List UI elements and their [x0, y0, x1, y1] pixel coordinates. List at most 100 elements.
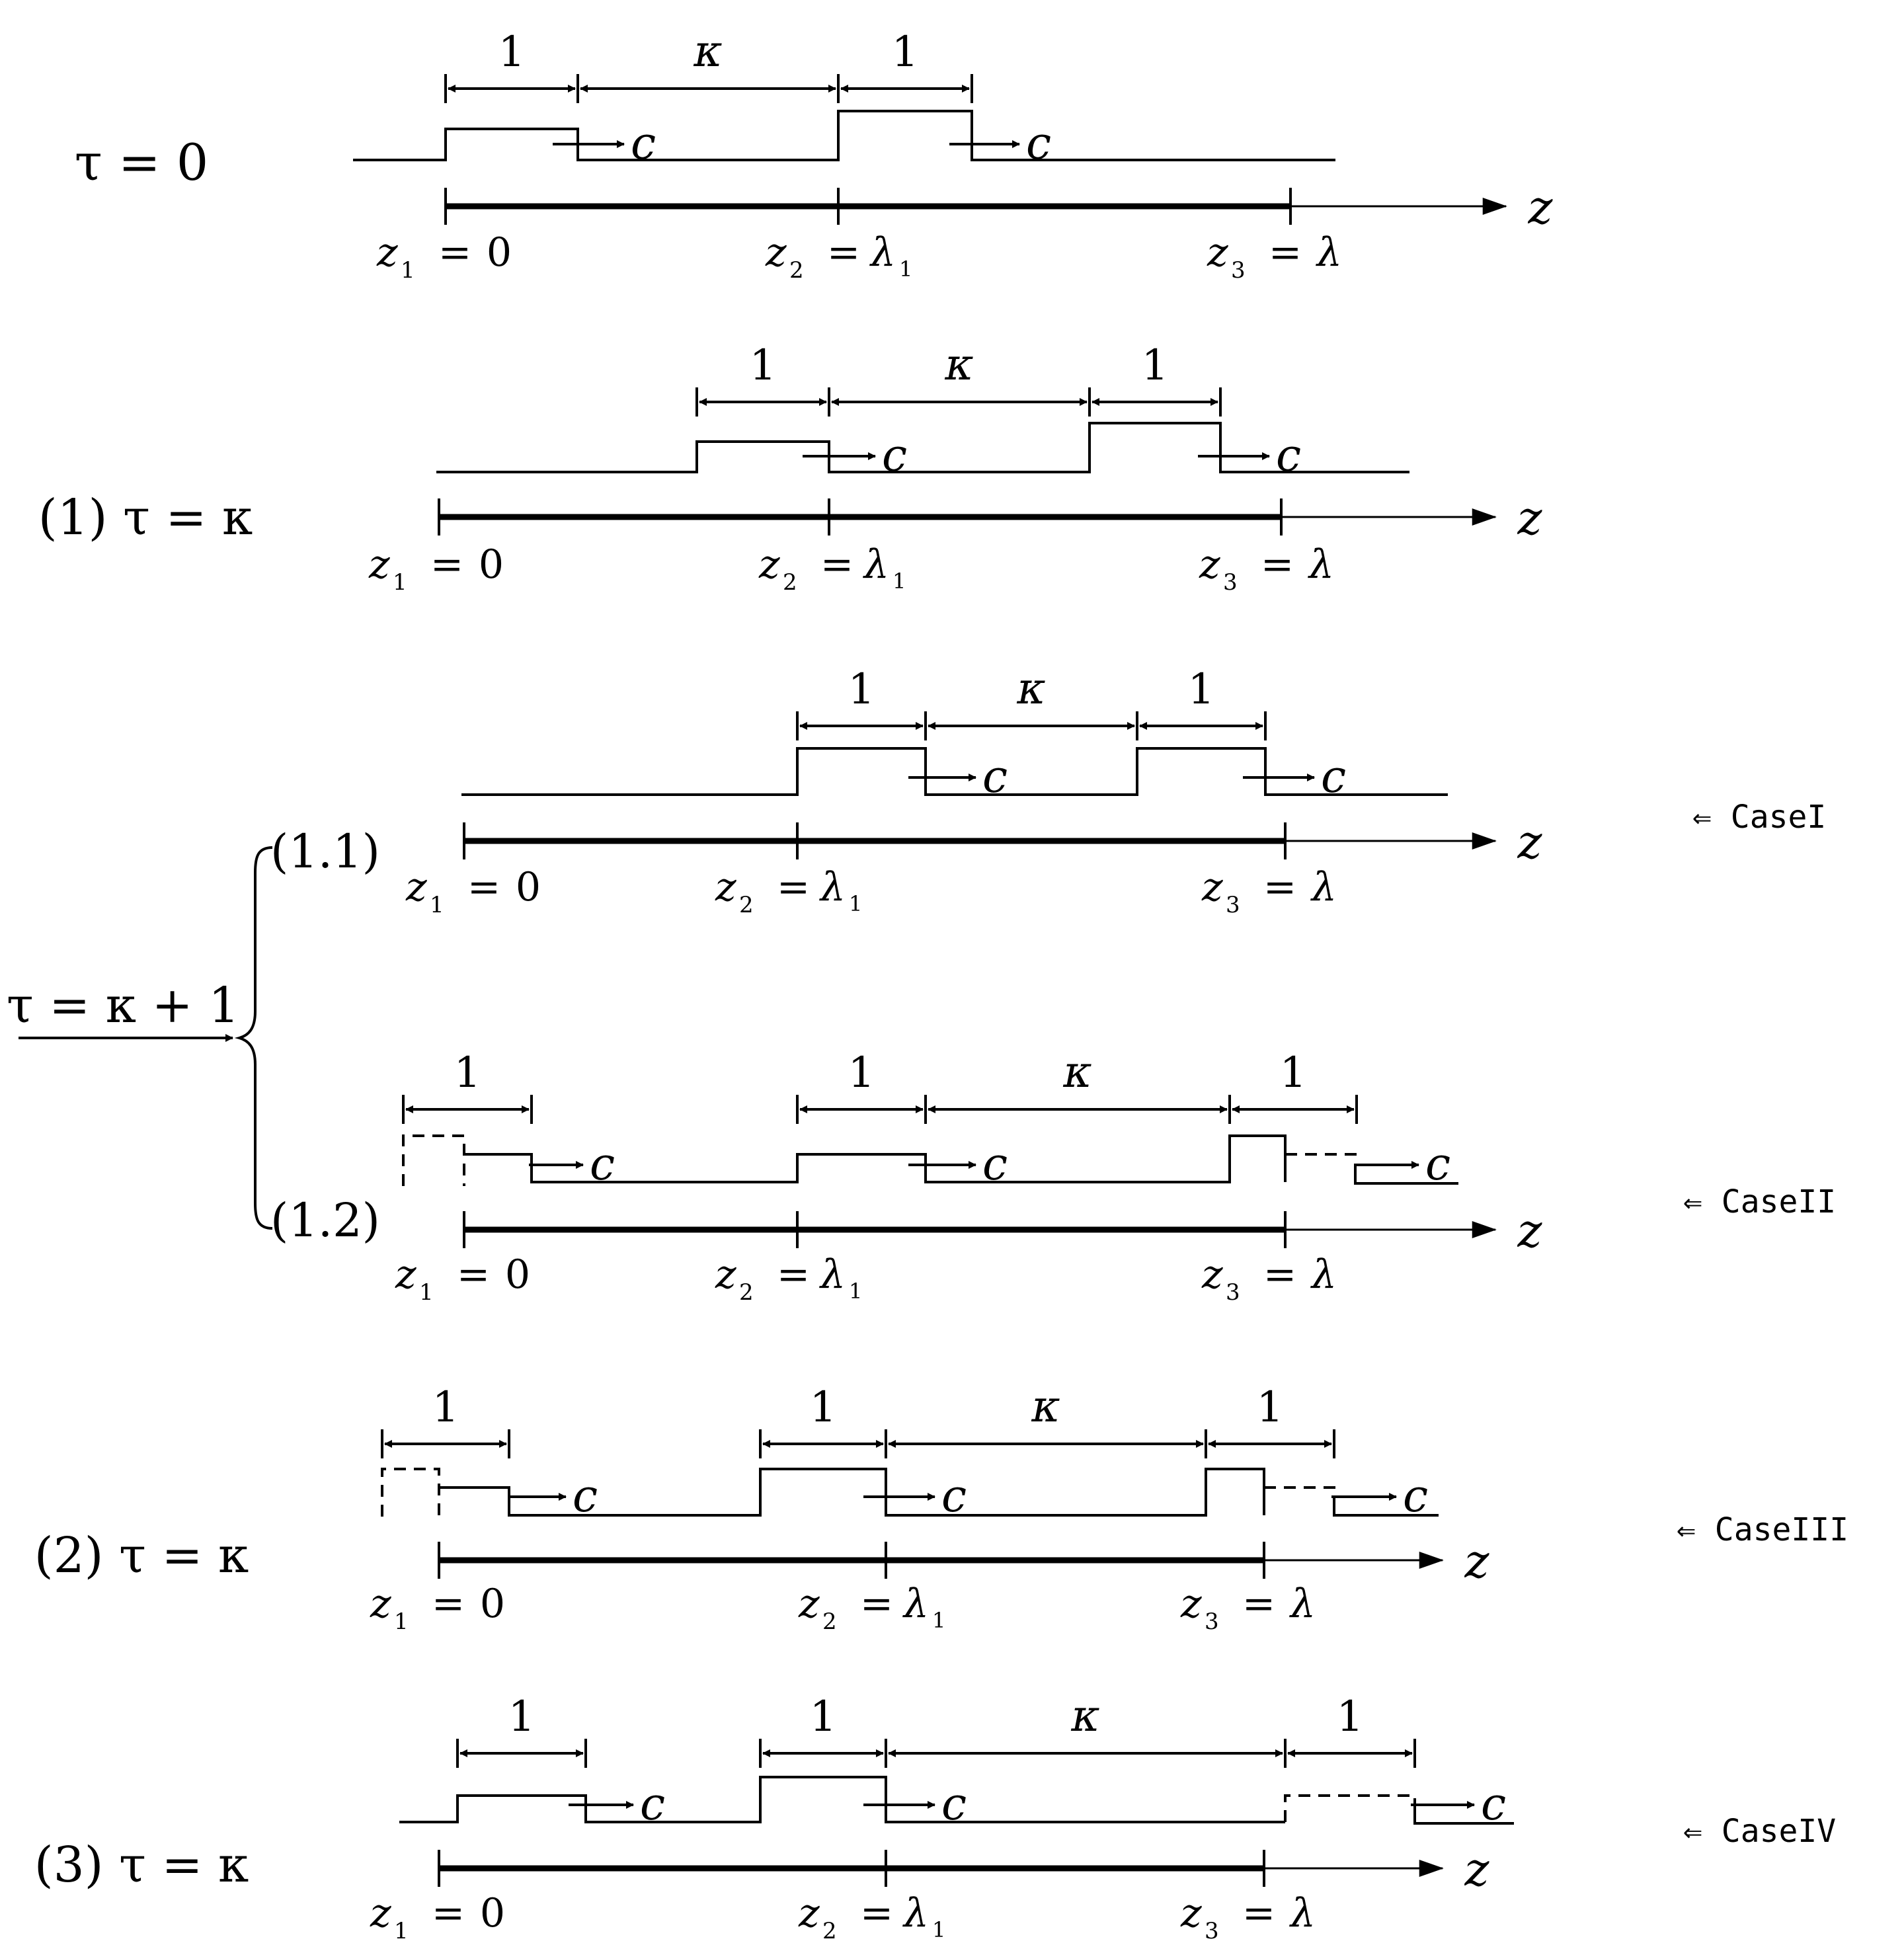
position-label-p11-1-sub: 1: [430, 892, 444, 918]
position-label-p11-1-zero: 0: [516, 864, 541, 910]
position-label-tau0-2-lambda-sub: 1: [899, 257, 912, 282]
position-label-tau0-1-eq: =: [438, 229, 471, 276]
panel-label-p11: (1.1): [270, 824, 380, 879]
position-label-p3-3-lambda: λ: [1289, 1890, 1316, 1936]
branch-group: τ = κ + 1: [7, 846, 273, 1230]
case-label-p12: ⇐ CaseII: [1683, 1183, 1836, 1220]
position-label-p1-3-eq: =: [1261, 541, 1294, 588]
speed-p2-2-label: c: [1403, 1470, 1428, 1523]
position-label-p1-2-sub: 2: [783, 569, 797, 596]
position-label-p11-3-sub: 3: [1226, 892, 1240, 918]
wave-dashed-right-p3: [1284, 1794, 1416, 1822]
position-label-p12-1-zero: 0: [505, 1251, 530, 1298]
position-label-p1-1-zero: 0: [479, 541, 504, 588]
position-label-tau0-3-lambda: λ: [1316, 229, 1342, 276]
width-dim-p11-2-label: 1: [1188, 665, 1215, 714]
position-label-p2-2-z: z: [798, 1581, 820, 1627]
position-label-p2-1-eq: =: [432, 1581, 465, 1627]
wave-tail-p12: [1354, 1165, 1458, 1185]
position-label-tau0-1-zero: 0: [487, 229, 512, 276]
position-label-p12-3-lambda: λ: [1310, 1251, 1337, 1298]
position-label-p3-3-sub: 3: [1205, 1918, 1219, 1944]
position-label-p12-1-z: z: [395, 1251, 416, 1298]
position-label-tau0-3-z: z: [1207, 229, 1228, 276]
speed-p12-2-label: c: [1425, 1138, 1450, 1191]
panel-label-p3: (3) τ = κ: [34, 1837, 249, 1893]
z-axis-tau0-label: z: [1528, 180, 1554, 235]
position-label-tau0-3-sub: 3: [1231, 257, 1246, 284]
z-axis-p12-label: z: [1517, 1204, 1543, 1258]
position-label-tau0-2-eq: =: [827, 229, 860, 276]
speed-p12-0-label: c: [590, 1138, 615, 1191]
position-label-tau0-2-sub: 2: [789, 257, 804, 284]
position-label-p2-3-eq: =: [1242, 1581, 1275, 1627]
branch-label: τ = κ + 1: [7, 977, 239, 1034]
position-label-p2-3-sub: 3: [1205, 1608, 1219, 1635]
position-label-p12-3-z: z: [1201, 1251, 1223, 1298]
wave-profile-p2: [439, 1468, 1265, 1517]
speed-p3-0-label: c: [640, 1778, 665, 1831]
position-label-p11-2-eq: =: [777, 864, 810, 910]
z-axis-p11-label: z: [1517, 815, 1543, 869]
position-label-p12-2-z: z: [715, 1251, 736, 1298]
position-label-p3-2-lambda: λ: [902, 1890, 929, 1936]
width-dim-p12-1-label: 1: [848, 1049, 875, 1097]
wave-profile-p3: [399, 1776, 1285, 1823]
position-label-p2-1-sub: 1: [394, 1608, 409, 1635]
wave-dashed-left-p12: [402, 1134, 465, 1186]
speed-tau0-0-label: c: [631, 118, 656, 170]
wave-profile-tau0: [353, 110, 1335, 161]
position-label-p12-2-lambda: λ: [819, 1251, 846, 1298]
width-dim-tau0-2-label: 1: [892, 28, 919, 77]
position-label-tau0-2-z: z: [765, 229, 787, 276]
width-dim-p1-1-label: κ: [944, 339, 973, 390]
position-label-p11-2-z: z: [715, 864, 736, 910]
speed-p2-0-label: c: [573, 1470, 598, 1523]
position-label-p3-2-lambda-sub: 1: [932, 1917, 945, 1942]
position-label-p3-1-z: z: [370, 1890, 391, 1936]
position-label-p2-3-lambda: λ: [1289, 1581, 1316, 1627]
position-label-p1-2-eq: =: [820, 541, 853, 588]
position-label-p3-3-z: z: [1180, 1890, 1202, 1936]
position-label-p11-1-eq: =: [467, 864, 500, 910]
width-dim-p12-0-label: 1: [454, 1049, 481, 1097]
position-label-tau0-2-lambda: λ: [869, 229, 896, 276]
position-label-p11-3-lambda: λ: [1310, 864, 1337, 910]
wave-profile-p1: [436, 422, 1409, 473]
speed-p3-2-label: c: [1481, 1778, 1506, 1831]
position-label-p1-3-sub: 3: [1223, 569, 1238, 596]
width-dim-p3-0-label: 1: [508, 1692, 536, 1741]
speed-p11-0-label: c: [982, 751, 1008, 803]
position-label-p11-2-sub: 2: [739, 892, 754, 918]
position-label-p11-1-z: z: [405, 864, 427, 910]
position-label-p12-2-sub: 2: [739, 1279, 754, 1306]
width-dim-tau0-1-label: κ: [693, 26, 722, 77]
panel-label-p1: (1) τ = κ: [38, 489, 253, 546]
case-label-p2: ⇐ CaseIII: [1677, 1511, 1848, 1548]
position-label-p2-3-z: z: [1180, 1581, 1202, 1627]
width-dim-p12-3-label: 1: [1280, 1049, 1307, 1097]
wave-dashed-left-p2: [381, 1468, 440, 1517]
position-label-p12-3-sub: 3: [1226, 1279, 1240, 1306]
wave-dashed-right-p12: [1285, 1153, 1357, 1165]
